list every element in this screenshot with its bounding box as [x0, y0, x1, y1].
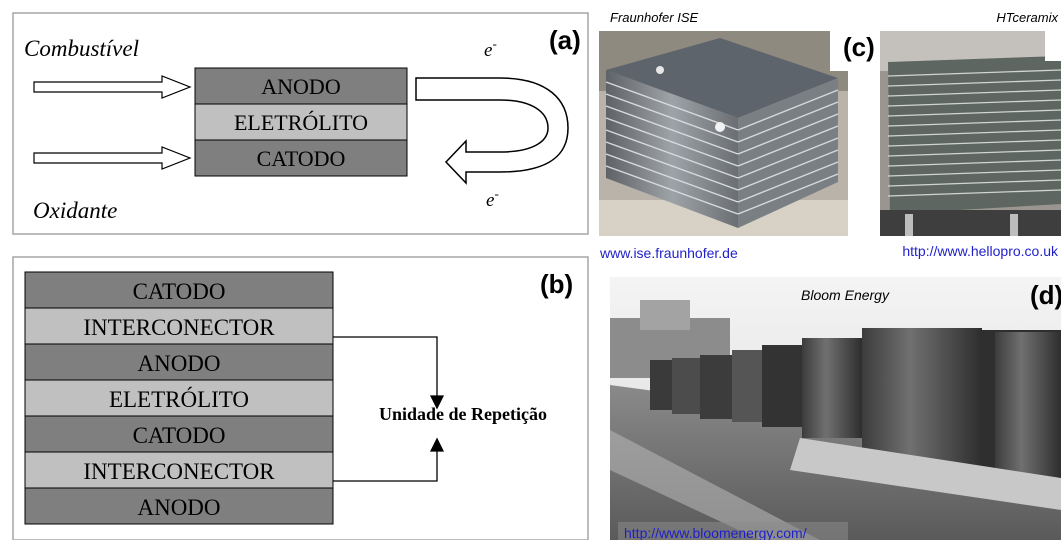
electrolyte-layer	[194, 103, 408, 141]
hellopro-url[interactable]: http://www.hellopro.co.uk	[902, 243, 1059, 259]
stack-layer	[24, 343, 334, 381]
cathode-label: CATODO	[257, 146, 346, 171]
fraunhofer-stack-photo	[599, 31, 848, 236]
stack-layer	[24, 415, 334, 453]
fuel-arrow	[33, 75, 192, 99]
bloom-energy-photo	[610, 277, 1061, 540]
bloom-energy-caption: Bloom Energy	[801, 287, 890, 303]
oxidant-label: Oxidante	[33, 198, 117, 223]
panel-c-tag: (c)	[843, 32, 875, 62]
electron-flow-arrow	[415, 77, 569, 185]
stack-layer	[24, 379, 334, 417]
repeat-unit-label: Unidade de Repetição	[379, 404, 547, 424]
panel-c: Fraunhofer ISE HTceramix	[599, 10, 1061, 261]
panel-d: Bloom Energy (d) http://www.bloomenergy.…	[610, 277, 1061, 540]
stack-layer-label: CATODO	[133, 423, 226, 448]
panel-b: (b) CATODO INTERCONECTOR ANODO ELETRÓLIT…	[12, 256, 589, 540]
electron-label-bottom: e-	[486, 186, 499, 211]
cathode-layer	[194, 139, 408, 177]
stack-layer-label: ANODO	[137, 495, 220, 520]
panel-b-tag: (b)	[540, 269, 573, 299]
cell-stack: ANODO ELETRÓLITO CATODO	[194, 67, 408, 177]
fraunhofer-url[interactable]: www.ise.fraunhofer.de	[599, 245, 738, 261]
panel-a-tag: (a)	[549, 25, 581, 55]
oxidant-arrow	[33, 146, 192, 170]
bloom-energy-url[interactable]: http://www.bloomenergy.com/	[624, 525, 807, 540]
panel-d-tag: (d)	[1030, 280, 1061, 310]
stack-layer-label: INTERCONECTOR	[83, 315, 275, 340]
electrolyte-label: ELETRÓLITO	[234, 110, 368, 135]
fraunhofer-caption: Fraunhofer ISE	[610, 10, 698, 25]
stack-layer	[24, 487, 334, 525]
stack-layers: CATODO INTERCONECTOR ANODO ELETRÓLITO CA…	[24, 271, 334, 525]
url-backdrop	[618, 522, 848, 540]
stack-layer-label: ELETRÓLITO	[109, 386, 249, 412]
htceramix-stack-photo	[880, 31, 1061, 236]
stack-layer	[24, 307, 334, 345]
stack-layer-label: ANODO	[137, 351, 220, 376]
fuel-label: Combustível	[24, 36, 139, 61]
stack-layer-label: CATODO	[133, 279, 226, 304]
repetition-bracket	[333, 336, 445, 482]
anode-label: ANODO	[261, 74, 340, 99]
electron-label-top: e-	[484, 36, 497, 61]
htceramix-caption: HTceramix	[996, 10, 1058, 25]
stack-layer	[24, 451, 334, 489]
panel-a: (a) Combustível Oxidante ANODO ELETRÓLIT…	[12, 12, 589, 235]
stack-layer	[24, 271, 334, 309]
stack-layer-label: INTERCONECTOR	[83, 459, 275, 484]
